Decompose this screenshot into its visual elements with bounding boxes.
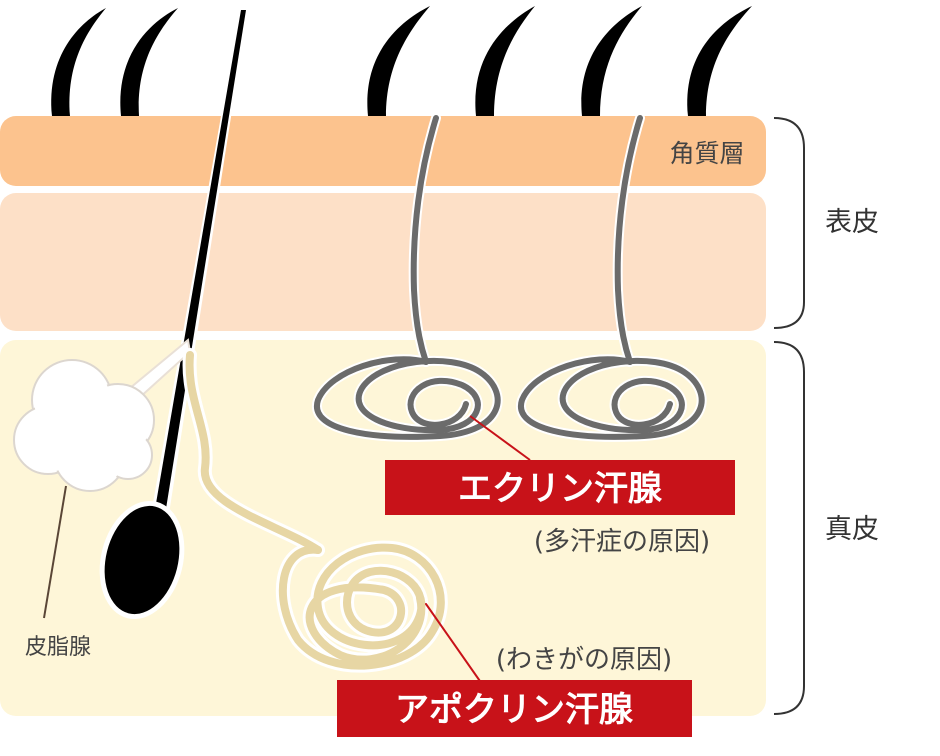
surface-hair	[475, 6, 535, 116]
dermis-bracket	[773, 341, 805, 715]
epidermis-label: 表皮	[825, 207, 879, 238]
epidermis-layer	[0, 193, 766, 331]
apocrine-label-box	[337, 680, 692, 737]
surface-hair	[51, 8, 106, 116]
surface-hairs	[51, 6, 752, 116]
eccrine-label-box	[385, 460, 735, 515]
surface-hair	[367, 6, 430, 116]
apocrine-sweat-gland	[182, 348, 483, 685]
surface-hair	[581, 6, 642, 116]
eccrine-sweat-gland-2	[516, 113, 707, 442]
layer-brackets	[773, 117, 805, 715]
sebaceous-leader-line	[43, 485, 67, 619]
dermis-label: 真皮	[825, 514, 879, 545]
hair-shaft-with-follicle	[99, 8, 248, 620]
eccrine-note: (多汗症の原因)	[534, 527, 710, 557]
surface-hair	[120, 8, 178, 116]
eccrine-leader-line	[469, 415, 531, 461]
stratum-corneum-label: 角質層	[669, 139, 744, 168]
apocrine-leader-line	[425, 603, 483, 685]
eccrine-sweat-gland-1	[312, 113, 503, 442]
epidermis-bracket	[773, 117, 805, 329]
apocrine-note: (わきがの原因)	[496, 645, 672, 675]
sebaceous-gland	[13, 338, 192, 619]
hair-bulb	[104, 505, 180, 615]
stratum-corneum-layer	[0, 116, 766, 186]
sebaceous-gland-label: 皮脂腺	[25, 635, 91, 660]
apocrine-gland-label: アポクリン汗腺	[395, 690, 634, 730]
surface-hair	[687, 6, 752, 116]
hair-shaft	[154, 10, 246, 515]
eccrine-gland-label: エクリン汗腺	[458, 469, 663, 509]
